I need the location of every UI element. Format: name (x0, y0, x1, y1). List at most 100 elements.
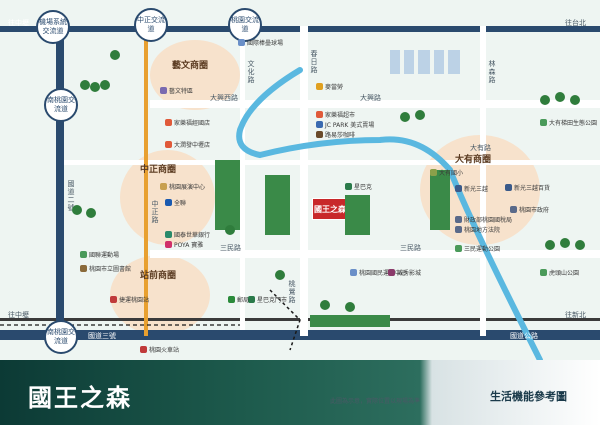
poi-27[interactable]: 桃園地方法院 (455, 225, 500, 234)
zone-title-yiwen: 藝文商圈 (172, 61, 209, 71)
label-bottom-left: 往中壢 (8, 311, 29, 319)
station-c[interactable]: 桃園交流道 (228, 8, 262, 42)
tree-icon (100, 80, 110, 90)
bottom-banner: 國王之森 此圖為示意，實際位置以現場為準 生活機能參考圖 (0, 360, 600, 425)
poi-icon (80, 265, 87, 272)
poi-28[interactable]: 財政部桃園國稅局 (455, 215, 512, 224)
poi-4[interactable]: 桃園展演中心 (160, 182, 205, 191)
poi-icon (238, 39, 245, 46)
poi-icon (165, 141, 172, 148)
poi-18[interactable]: 桃園火車站 (140, 345, 179, 354)
poi-icon (160, 87, 167, 94)
road-middle (60, 160, 600, 165)
zone-zhongzheng-area (120, 150, 215, 245)
poi-23[interactable]: 國聯運動場 (80, 250, 119, 259)
poi-11[interactable]: 國泰世華銀行 (165, 230, 210, 239)
poi-icon (540, 269, 547, 276)
station-a[interactable]: 機場系統交流道 (36, 10, 70, 44)
poi-17[interactable]: 捷運桃園站 (110, 295, 149, 304)
park-block-2 (265, 175, 290, 235)
station-e[interactable]: 南桃園交流道 (44, 320, 78, 354)
tree-icon (575, 240, 585, 250)
road-chunri (300, 26, 308, 336)
poi-26[interactable]: 威秀影城 (388, 268, 421, 277)
tree-icon (540, 95, 550, 105)
tree-icon (345, 302, 355, 312)
poi-25[interactable]: 新光三越百貨 (505, 183, 550, 192)
poi-12[interactable]: POYA 寶雅 (165, 240, 203, 249)
label-chunri: 春日路 (310, 50, 318, 74)
poi-icon (540, 119, 547, 126)
tree-icon (400, 112, 410, 122)
poi-22[interactable]: 大有梯田生態公園 (540, 118, 597, 127)
road-east (480, 26, 486, 336)
label-daxing-w: 大興西路 (210, 94, 238, 102)
tree-icon (555, 92, 565, 102)
poi-13[interactable]: 桃園國民運動中心 (350, 268, 407, 277)
poi-icon (350, 269, 357, 276)
poi-6[interactable]: 家樂福超市 (316, 110, 355, 119)
tree-icon (72, 205, 82, 215)
poi-icon (165, 199, 172, 206)
label-daxing-e: 大興路 (360, 94, 381, 102)
poi-icon (80, 251, 87, 258)
poi-8[interactable]: 路易莎咖啡 (316, 130, 355, 139)
label-national3: 國道三號 (88, 332, 116, 340)
poi-24[interactable]: 桃園市立圖書館 (80, 264, 131, 273)
tree-icon (560, 238, 570, 248)
label-expressway: 國道公路 (510, 332, 538, 340)
label-zhongzheng: 中正路 (151, 200, 159, 224)
poi-14[interactable]: 大有國小 (430, 168, 463, 177)
park-block-4 (310, 315, 390, 327)
poi-5[interactable]: 麥當勞 (316, 82, 343, 91)
tree-icon (225, 225, 235, 235)
poi-2[interactable]: 家樂福經國店 (165, 118, 210, 127)
poi-3[interactable]: 大潤發中壢店 (165, 140, 210, 149)
poi-10[interactable]: 全聯 (165, 198, 186, 207)
label-bianlu: 大有路 (470, 144, 491, 152)
station-d[interactable]: 南桃園交流道 (44, 88, 78, 122)
poi-20[interactable]: 三民運動公園 (455, 244, 500, 253)
project-marker[interactable]: 國王之森 (312, 198, 348, 220)
zone-title-station: 站前商圈 (140, 271, 177, 281)
label-sanmin2: 三民路 (400, 244, 421, 252)
poi-icon (165, 119, 172, 126)
poi-icon (248, 296, 255, 303)
label-top-left: 往中壢 (8, 19, 29, 27)
poi-9[interactable]: 星巴克 (345, 182, 372, 191)
tree-icon (415, 110, 425, 120)
station-b[interactable]: 中正交流道 (134, 8, 168, 42)
poi-19[interactable]: 星巴克門市 (248, 295, 287, 304)
poi-icon (228, 296, 235, 303)
poi-15[interactable]: 桃園市政府 (510, 205, 549, 214)
tree-icon (90, 82, 100, 92)
tree-icon (110, 50, 120, 60)
poi-icon (388, 269, 395, 276)
map-title: 生活機能參考圖 (490, 390, 567, 403)
tree-icon (320, 300, 330, 310)
poi-0[interactable]: 國際棒壘球場 (238, 38, 283, 47)
map-area: 機場系統交流道 中正交流道 桃園交流道 南桃園交流道 南桃園交流道 往中壢 往台… (0, 8, 600, 360)
poi-icon (316, 83, 323, 90)
park-block-5 (430, 170, 450, 230)
road-daxing (150, 100, 600, 108)
park-block-3 (345, 195, 370, 235)
zone-station-area (110, 255, 210, 335)
poi-29[interactable]: 郵局 (228, 295, 249, 304)
river (0, 67, 543, 360)
zone-title-zhongzheng: 中正商圈 (140, 165, 177, 175)
poi-7[interactable]: JC PARK 美式賣場 (316, 120, 374, 129)
rail-line (144, 26, 148, 336)
tree-icon (275, 270, 285, 280)
poi-1[interactable]: 藝文特區 (160, 86, 193, 95)
zone-yiwen-area (150, 40, 240, 110)
road-wenhua (240, 40, 245, 330)
label-national2: 國道二號 (67, 180, 75, 212)
poi-icon (165, 241, 172, 248)
poi-icon (455, 245, 462, 252)
park-block-1 (215, 160, 240, 230)
poi-icon (345, 183, 352, 190)
tree-icon (570, 95, 580, 105)
poi-16[interactable]: 新光三越 (455, 184, 488, 193)
poi-21[interactable]: 虎頭山公園 (540, 268, 579, 277)
